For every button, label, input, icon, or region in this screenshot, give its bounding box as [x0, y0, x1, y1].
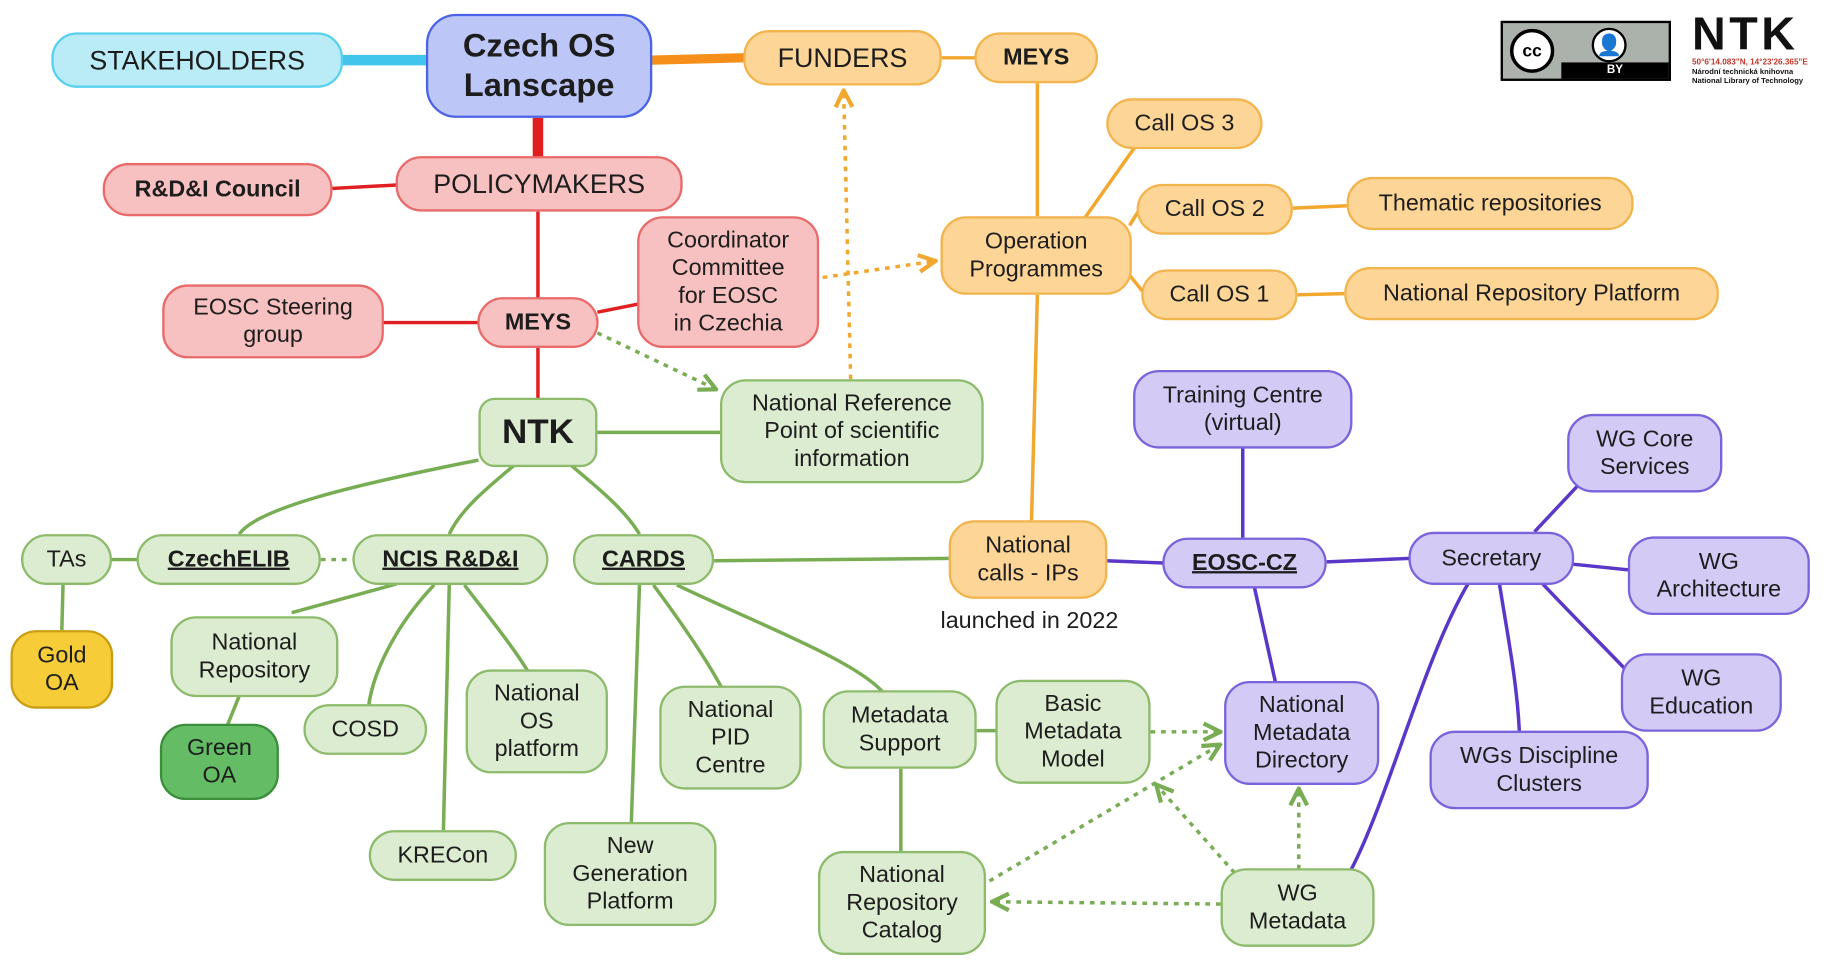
node-green-oa: Green OA	[159, 723, 279, 801]
node-national-os-platform: National OS platform	[465, 669, 608, 774]
link-ntk-ncis	[447, 464, 515, 535]
link-policy-council	[332, 183, 397, 191]
node-wg-education: WG Education	[1620, 653, 1782, 732]
node-eosc-cz: EOSC-CZ	[1162, 537, 1327, 589]
link-cards-calls	[714, 556, 950, 563]
node-ncis-rdi: NCIS R&D&I	[352, 534, 549, 585]
node-thematic-repositories: Thematic repositories	[1346, 176, 1634, 231]
cc-by-label: BY	[1561, 62, 1669, 79]
node-policymakers: POLICYMAKERS	[395, 156, 683, 212]
link-natrepo-green	[225, 695, 241, 726]
link-operation-calls	[1029, 294, 1040, 521]
node-metadata-support: Metadata Support	[822, 690, 977, 769]
node-call-os1: Call OS 1	[1141, 269, 1298, 321]
link-cards-metadata	[676, 583, 884, 693]
arrow-catalog-nmd	[988, 746, 1219, 883]
link-calls-eosccz	[1106, 558, 1164, 565]
link-eosccz-secretary	[1326, 556, 1410, 564]
link-operation-os3	[1083, 146, 1136, 219]
link-secretary-core	[1533, 480, 1583, 533]
attribution-person-icon: 👤	[1591, 27, 1627, 63]
node-wgs-discipline-clusters: WGs Discipline Clusters	[1429, 730, 1649, 810]
cc-icon: cc	[1509, 28, 1555, 73]
link-ntk-czechelib	[237, 458, 479, 536]
node-call-os3: Call OS 3	[1106, 98, 1263, 150]
node-stakeholders: STAKEHOLDERS	[51, 32, 344, 88]
link-meys-coordinator	[597, 302, 639, 314]
link-ncis-cosd	[367, 583, 436, 706]
node-national-reference-point: National Reference Point of scientific i…	[719, 379, 984, 484]
ntk-logo-text: NTK	[1692, 9, 1799, 61]
link-eosccz-nmd	[1252, 586, 1278, 683]
node-tas: TAs	[21, 534, 113, 585]
node-meys-funder: MEYS	[974, 32, 1099, 84]
link-ntk-cards	[570, 464, 641, 536]
node-cards: CARDS	[572, 534, 715, 585]
node-national-metadata-directory: National Metadata Directory	[1224, 680, 1380, 785]
node-national-repository-platform: National Repository Platform	[1344, 267, 1719, 321]
arrow-meys-natref	[596, 331, 714, 388]
node-wg-metadata: WG Metadata	[1220, 868, 1375, 947]
node-rdi-council: R&D&I Council	[102, 163, 333, 217]
node-czech-os-landscape: Czech OS Lanscape	[425, 13, 653, 118]
node-national-repository-catalog: National Repository Catalog	[817, 850, 987, 955]
ntk-logo: NTK 50°6'14.083"N, 14°23'26.365"E Národn…	[1692, 12, 1823, 87]
node-eosc-steering: EOSC Steering group	[162, 284, 384, 359]
ntk-logo-name-cz: Národní technická knihovna	[1692, 68, 1794, 77]
node-cosd: COSD	[303, 704, 428, 755]
arrow-wgmeta-basic	[1158, 786, 1236, 875]
node-czechelib: CzechELIB	[136, 534, 321, 585]
node-new-generation-platform: New Generation Platform	[543, 821, 717, 927]
node-wg-architecture: WG Architecture	[1627, 536, 1810, 616]
node-coordinator-committee: Coordinator Committee for EOSC in Czechi…	[637, 216, 820, 348]
node-krecon: KRECon	[368, 830, 517, 881]
node-call-os2: Call OS 2	[1136, 183, 1293, 235]
arrow-wgmeta-catalog	[994, 902, 1221, 904]
link-os1-nrp	[1297, 291, 1345, 297]
node-secretary: Secretary	[1408, 531, 1575, 585]
link-secretary-wgmeta	[1349, 582, 1470, 871]
node-gold-oa: Gold OA	[10, 630, 114, 709]
link-os2-thematic	[1292, 204, 1348, 210]
link-tas-gold	[60, 584, 65, 631]
node-operation-programmes: Operation Programmes	[940, 216, 1132, 295]
link-secretary-arch	[1572, 562, 1630, 572]
node-meys-policy: MEYS	[477, 297, 599, 348]
link-secretary-discipline	[1497, 583, 1522, 731]
node-basic-metadata-model: Basic Metadata Model	[995, 679, 1151, 784]
node-national-pid-centre: National PID Centre	[659, 685, 802, 790]
node-national-repository: National Repository	[170, 616, 339, 698]
ntk-logo-name-en: National Library of Technology	[1692, 77, 1804, 86]
link-secretary-edu	[1541, 582, 1626, 670]
link-cards-pid	[652, 583, 723, 688]
caption-launched-2022: launched in 2022	[940, 608, 1119, 634]
link-cards-newgen	[629, 584, 642, 824]
node-training-centre: Training Centre (virtual)	[1133, 369, 1353, 449]
node-national-calls: National calls - IPs	[948, 520, 1108, 599]
link-ncis-natrepo	[291, 582, 398, 615]
link-ncis-krecon	[441, 584, 452, 831]
cc-by-badge: cc 👤 BY	[1500, 20, 1672, 81]
node-funders: FUNDERS	[743, 30, 942, 86]
link-operation-os1	[1128, 274, 1145, 294]
node-ntk: NTK	[478, 397, 598, 468]
link-root-funders	[651, 53, 745, 65]
ntk-logo-coordinates: 50°6'14.083"N, 14°23'26.365"E	[1692, 58, 1808, 68]
arrow-coordinator-operation	[822, 261, 934, 280]
link-ncis-osplatform	[463, 583, 529, 672]
node-wg-core-services: WG Core Services	[1567, 413, 1723, 493]
arrow-nrp-funders	[844, 92, 851, 380]
